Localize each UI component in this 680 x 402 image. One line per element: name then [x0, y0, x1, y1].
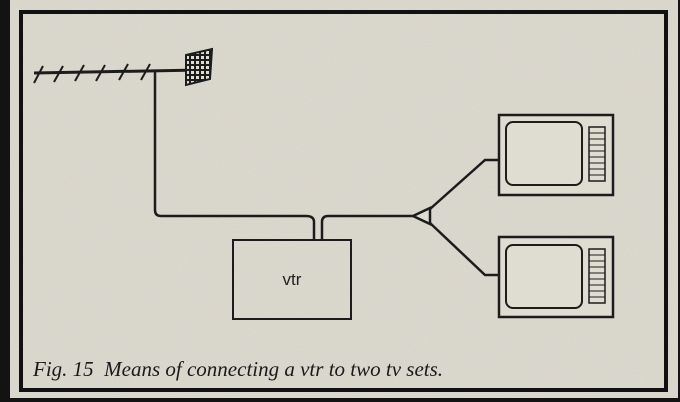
- splitter-icon: [410, 158, 500, 277]
- figure-border: [19, 10, 668, 392]
- paper-texture: [10, 0, 678, 398]
- antenna-cable: [153, 72, 316, 240]
- figure-caption: Fig. 15 Means of connecting a vtr to two…: [32, 357, 443, 381]
- tv-set-icon: [497, 235, 615, 319]
- tv-set-icon: [497, 113, 615, 197]
- vtr-output-cable: [320, 214, 413, 240]
- vtr-label: vtr: [283, 270, 302, 289]
- vtr-box: vtr: [232, 239, 352, 320]
- antenna-icon: [33, 47, 214, 87]
